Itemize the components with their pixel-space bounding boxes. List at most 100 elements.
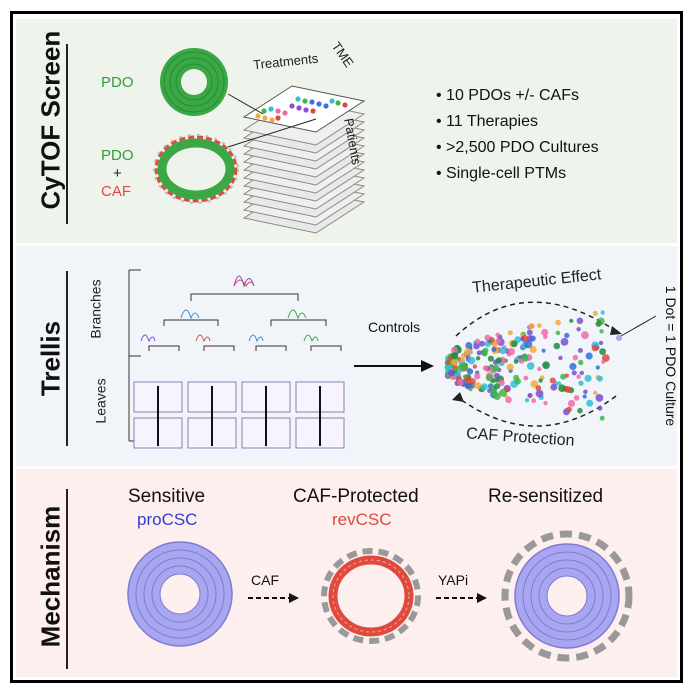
culture-dot (472, 364, 478, 369)
bullet-item: • Single-cell PTMs (436, 165, 567, 182)
culture-dot (596, 375, 603, 382)
culture-dot (465, 342, 473, 349)
culture-dot (489, 367, 494, 371)
mechanism-panel: Mechanism Sensitive proCSC CAF-Protected… (16, 469, 677, 677)
bullet-item: • 10 PDOs +/- CAFs (436, 87, 579, 104)
culture-dot (541, 348, 546, 353)
culture-dot (599, 348, 606, 355)
culture-dot (581, 331, 589, 340)
cytof-illustration (153, 48, 366, 234)
cytof-screen-panel: CyTOF Screen PDO PDO + CAF (16, 19, 677, 243)
culture-dot (459, 362, 468, 371)
culture-dot (476, 350, 482, 356)
scatter-dots (444, 310, 610, 421)
culture-dot (475, 338, 481, 344)
culture-dot (578, 380, 584, 386)
resensitized-organoid-icon (501, 530, 633, 662)
tree-branch-lines (148, 293, 342, 351)
culture-dot (597, 405, 603, 411)
culture-dot (513, 359, 519, 364)
culture-dot (492, 364, 500, 372)
culture-dot (481, 350, 488, 357)
culture-dot (566, 406, 572, 413)
main-arrow (354, 360, 434, 372)
protection-arrowhead (452, 392, 464, 402)
culture-dot (555, 330, 561, 336)
culture-dot (576, 374, 581, 379)
bullet-item: • 11 Therapies (436, 113, 538, 130)
culture-dot (537, 323, 542, 328)
culture-dot (595, 320, 602, 327)
culture-dot (457, 379, 464, 386)
culture-dot (446, 360, 451, 365)
culture-dot (573, 395, 580, 401)
culture-dot (467, 368, 474, 375)
culture-dot (595, 365, 600, 370)
culture-dot (600, 310, 605, 315)
culture-dot (526, 329, 533, 336)
culture-dot (499, 346, 507, 355)
culture-dot (601, 359, 606, 364)
culture-dot (558, 384, 566, 392)
culture-dot (474, 382, 482, 390)
culture-dot (494, 377, 500, 383)
culture-dot (595, 394, 604, 402)
culture-dot (571, 370, 577, 376)
culture-dot (537, 366, 542, 372)
culture-dot (496, 357, 502, 364)
culture-dot (507, 348, 516, 356)
culture-dot (506, 363, 514, 371)
culture-dot (484, 334, 491, 341)
culture-dot (475, 356, 481, 361)
pdo-caf-organoid-icon (153, 134, 239, 204)
culture-dot (490, 389, 498, 396)
culture-dot (521, 354, 529, 362)
culture-dot (569, 318, 574, 323)
culture-dot (464, 348, 472, 356)
callout-lines (227, 93, 317, 148)
culture-dot (535, 389, 544, 398)
culture-dot (578, 359, 584, 366)
culture-dot (480, 383, 488, 391)
culture-dot (549, 377, 556, 384)
culture-dot (482, 365, 489, 371)
culture-dot (451, 358, 459, 366)
caf-arrow-label: CAF (251, 572, 279, 588)
single-dot (616, 335, 622, 341)
caf-label: CAF (101, 183, 131, 200)
culture-dot (583, 389, 588, 395)
culture-dot (510, 340, 518, 348)
caf-arrow (248, 593, 299, 603)
culture-dot (576, 317, 584, 325)
procsc-label: proCSC (137, 510, 198, 529)
bullet-item: • >2,500 PDO Cultures (436, 139, 599, 156)
trellis-tree-diagram (128, 269, 657, 449)
culture-dot (498, 379, 505, 387)
leaf-cubes (133, 381, 345, 449)
culture-dot (569, 362, 577, 371)
culture-dot (526, 362, 535, 370)
culture-dot (538, 378, 543, 383)
culture-dot (599, 329, 604, 334)
trellis-panel: Trellis Branches Leaves (16, 246, 679, 466)
culture-dot (601, 354, 610, 362)
culture-dot (473, 342, 480, 350)
revcsc-label: revCSC (332, 510, 392, 529)
therapeutic-effect-arc (455, 301, 617, 427)
culture-dot (527, 393, 533, 398)
culture-dot (514, 378, 521, 385)
culture-dot (493, 372, 500, 379)
cytof-bullet-list: • 10 PDOs +/- CAFs • 11 Therapies • >2,5… (436, 83, 599, 187)
culture-dot (530, 380, 539, 388)
culture-dot (564, 386, 572, 393)
culture-dot (553, 342, 561, 350)
culture-dot (577, 407, 583, 414)
leaf-arrows (157, 386, 321, 446)
culture-dot (465, 383, 471, 390)
culture-dot (576, 327, 581, 332)
yapi-arrow (436, 593, 487, 603)
culture-dot (599, 415, 605, 421)
sensitive-label: Sensitive (128, 486, 206, 507)
culture-dot (577, 348, 583, 353)
culture-dot (543, 401, 548, 406)
